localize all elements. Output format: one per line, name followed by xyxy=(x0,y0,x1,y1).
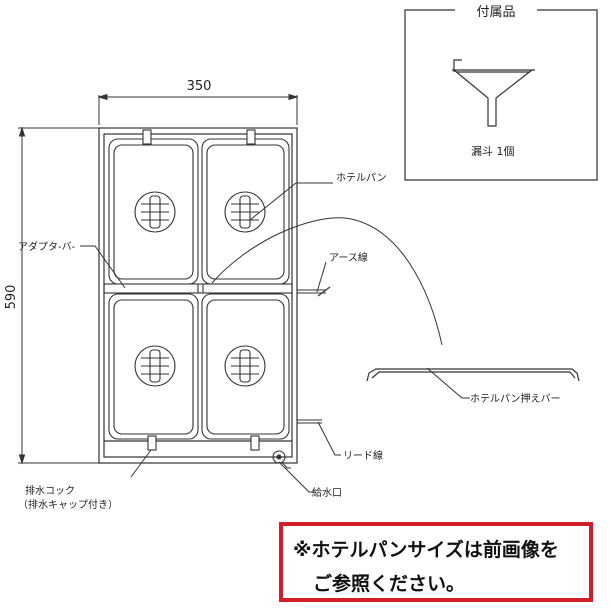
accessory-title: 付属品 xyxy=(476,5,515,20)
notice-line-2: ご参照ください。 xyxy=(313,573,466,595)
hotel-pan-top-left xyxy=(108,138,199,285)
unit-body xyxy=(98,127,298,464)
label-drain-cap: （排水キャップ付き） xyxy=(18,498,118,511)
label-water-inlet: 給水口 xyxy=(312,486,342,499)
label-drain-cock: 排水コック xyxy=(25,484,75,497)
funnel-icon xyxy=(452,59,535,127)
width-dimension xyxy=(97,93,299,125)
accessory-item: 漏斗 1個 xyxy=(471,145,515,158)
width-label: 350 xyxy=(187,79,212,94)
hotel-pan-bottom-right xyxy=(201,293,290,440)
hotel-pan-bottom-left xyxy=(108,293,199,440)
inlet-pipe xyxy=(281,461,291,469)
notice-line-1: ※ホテルパンサイズは前画像を xyxy=(293,539,559,561)
label-earth-wire: アース線 xyxy=(329,251,368,264)
label-lead-wire: リード線 xyxy=(343,449,383,462)
pan-clips xyxy=(142,129,260,451)
label-adapter-bar: アダプタ-バ- xyxy=(18,240,76,253)
notice-box: ※ホテルパンサイズは前画像を ご参照ください。 xyxy=(279,522,593,602)
height-dimension xyxy=(18,126,100,465)
hotel-pan-holder-bar xyxy=(366,368,580,382)
label-hotel-pan: ホテルパン xyxy=(336,172,387,184)
leader-lines xyxy=(80,182,470,493)
label-hotel-pan-holder-bar: ホテルパン押えバー xyxy=(470,392,561,405)
height-label: 590 xyxy=(4,285,19,310)
hotel-pan-top-right xyxy=(201,138,290,285)
adapter-bar xyxy=(103,283,293,294)
accessory-box xyxy=(404,9,598,181)
lead-wire xyxy=(297,419,322,424)
water-inlet xyxy=(272,450,286,464)
earth-wire xyxy=(297,286,331,297)
